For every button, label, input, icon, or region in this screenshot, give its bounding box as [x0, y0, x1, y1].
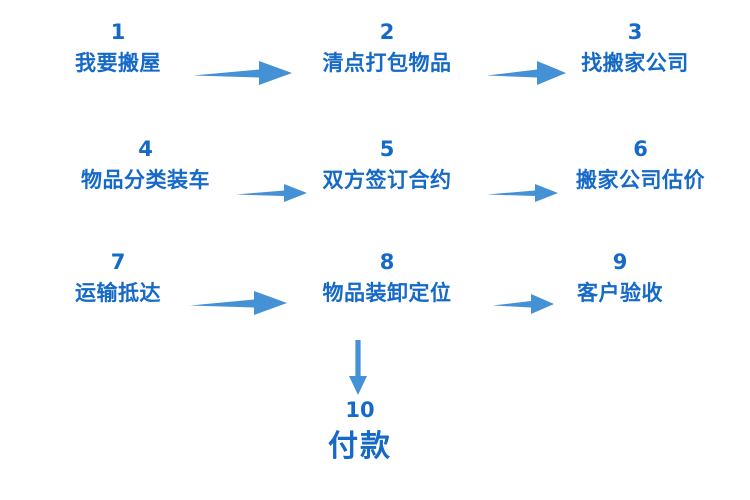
arrow-8-to-9: [493, 293, 555, 315]
step-node-7[interactable]: 7 运输抵达: [58, 250, 178, 305]
arrow-4-to-5: [236, 183, 308, 203]
step-label-10: 付款: [328, 429, 392, 464]
step-number-9: 9: [612, 250, 628, 274]
step-node-5[interactable]: 5 双方签订合约: [302, 137, 472, 192]
step-number-2: 2: [379, 20, 395, 44]
step-label-5: 双方签订合约: [322, 168, 452, 192]
step-node-2[interactable]: 2 清点打包物品: [302, 20, 472, 75]
arrow-7-to-8: [190, 290, 288, 316]
step-label-3: 找搬家公司: [581, 51, 689, 75]
arrow-8-to-10: [343, 340, 373, 396]
step-label-4: 物品分类装车: [81, 168, 210, 192]
step-label-2: 清点打包物品: [322, 51, 452, 75]
step-number-7: 7: [110, 250, 126, 274]
step-label-6: 搬家公司估价: [576, 168, 705, 192]
step-number-8: 8: [379, 250, 395, 274]
arrow-2-to-3: [487, 60, 567, 86]
arrow-5-to-6: [487, 183, 559, 203]
step-label-9: 客户验收: [577, 281, 663, 305]
step-node-3[interactable]: 3 找搬家公司: [560, 20, 710, 75]
step-node-6[interactable]: 6 搬家公司估价: [553, 137, 728, 192]
step-number-1: 1: [110, 20, 126, 44]
step-number-5: 5: [379, 137, 395, 161]
step-node-9[interactable]: 9 客户验收: [560, 250, 680, 305]
step-node-1[interactable]: 1 我要搬屋: [58, 20, 178, 75]
step-label-1: 我要搬屋: [75, 51, 161, 75]
step-node-4[interactable]: 4 物品分类装车: [58, 137, 233, 192]
step-node-10[interactable]: 10 付款: [300, 400, 420, 463]
step-number-3: 3: [627, 20, 643, 44]
arrow-1-to-2: [193, 60, 293, 86]
step-label-7: 运输抵达: [75, 281, 161, 305]
step-label-8: 物品装卸定位: [322, 281, 452, 305]
step-node-8[interactable]: 8 物品装卸定位: [302, 250, 472, 305]
step-number-6: 6: [633, 137, 648, 161]
step-number-4: 4: [138, 137, 153, 161]
step-number-10: 10: [345, 398, 375, 422]
